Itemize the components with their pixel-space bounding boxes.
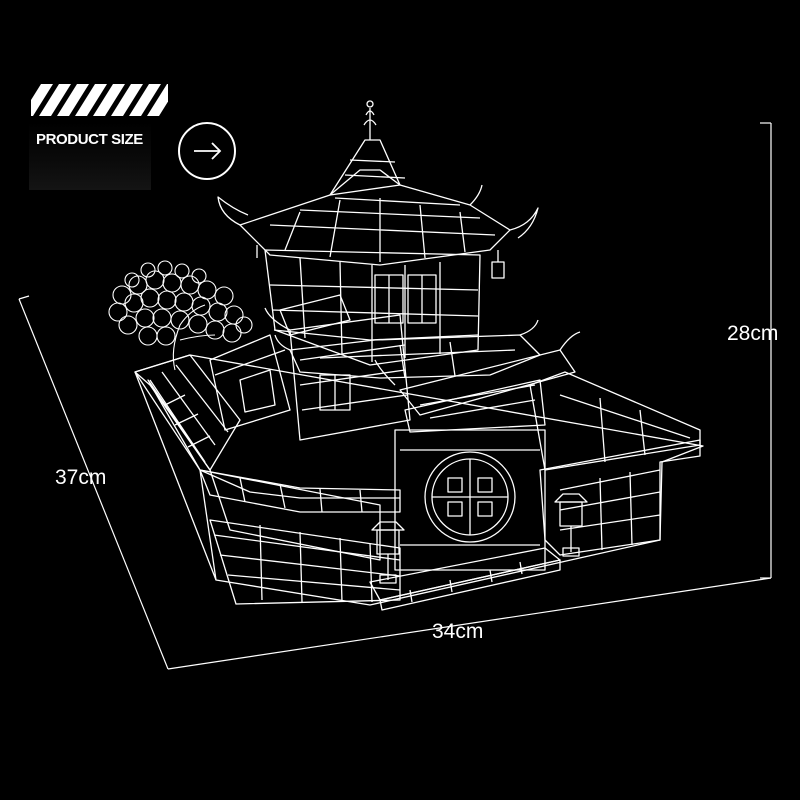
pavilion-roof: [217, 100, 539, 279]
courtyard-buildings: [209, 294, 411, 441]
hazard-stripes: [31, 84, 168, 116]
pavilion-walls: [264, 249, 481, 366]
blossom-tree: [108, 260, 253, 371]
arrow-right-icon: [194, 142, 222, 160]
width-dimension-line: [167, 577, 772, 670]
length-dimension-line: [18, 295, 169, 670]
lantern-left: [371, 521, 405, 584]
next-button[interactable]: [178, 122, 236, 180]
length-dimension-label: 37cm: [55, 466, 107, 489]
base-platform: [134, 354, 704, 606]
round-gate: [394, 429, 546, 571]
height-dimension-label: 28cm: [727, 322, 779, 345]
product-size-label: PRODUCT SIZE: [36, 131, 143, 148]
title-shadow-panel: [29, 122, 151, 190]
lantern-right: [554, 493, 588, 557]
width-dimension-label: 34cm: [432, 620, 484, 643]
front-steps: [369, 547, 561, 611]
gate-roof: [374, 331, 581, 433]
height-dimension-line: [760, 122, 772, 579]
pavilion-middle-eaves: [274, 319, 541, 379]
